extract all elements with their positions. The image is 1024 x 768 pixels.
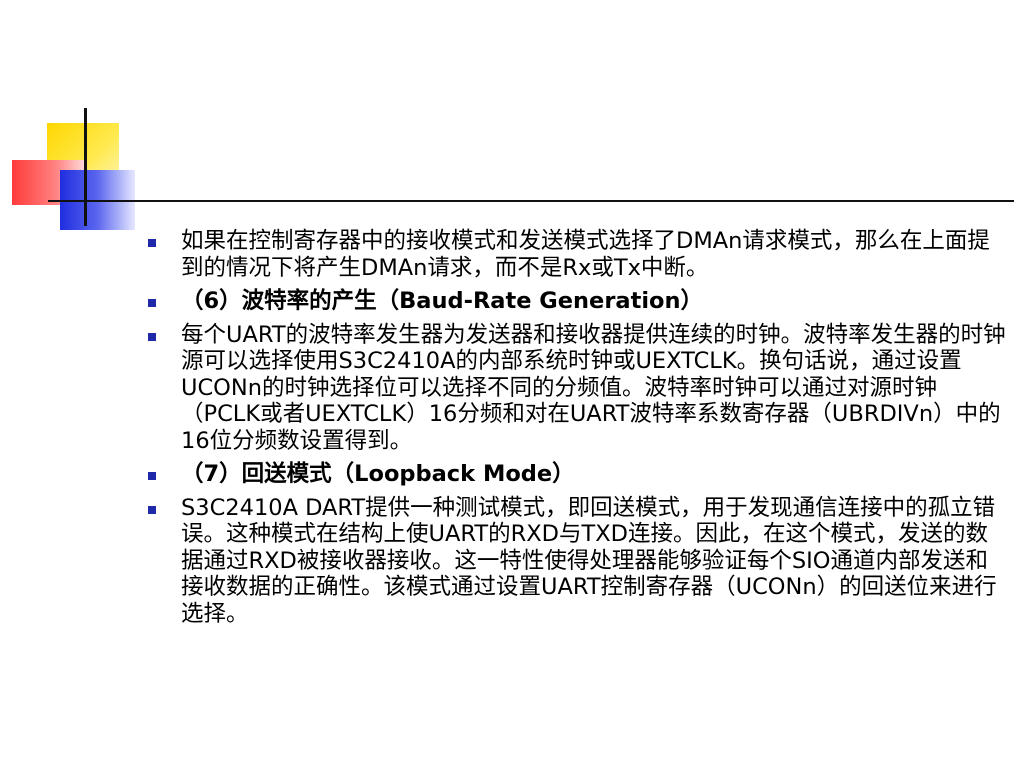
square-bullet-icon (148, 299, 156, 307)
bullet-item-dma-request: 如果在控制寄存器中的接收模式和发送模式选择了DMAn请求模式，那么在上面提到的情… (148, 228, 1008, 281)
vertical-rule (84, 108, 87, 226)
bullet-item-loopback-description: S3C2410A DART提供一种测试模式，即回送模式，用于发现通信连接中的孤立… (148, 495, 1008, 628)
square-bullet-icon (148, 332, 156, 341)
bullet-text: 如果在控制寄存器中的接收模式和发送模式选择了DMAn请求模式，那么在上面提到的情… (181, 228, 990, 281)
square-bullet-icon (148, 239, 156, 247)
bullet-text: 每个UART的波特率发生器为发送器和接收器提供连续的时钟。波特率发生器的时钟源可… (181, 321, 1006, 454)
section-heading: （6）波特率的产生（Baud-Rate Generation） (181, 288, 704, 314)
section-heading: （7）回送模式（Loopback Mode） (181, 461, 575, 487)
bullet-item-loopback-heading: （7）回送模式（Loopback Mode） (148, 461, 1008, 488)
bullet-item-baud-rate-heading: （6）波特率的产生（Baud-Rate Generation） (148, 288, 1008, 315)
horizontal-rule (48, 200, 1014, 202)
square-bullet-icon (148, 472, 156, 480)
bullet-text: S3C2410A DART提供一种测试模式，即回送模式，用于发现通信连接中的孤立… (181, 494, 997, 627)
bullet-list: 如果在控制寄存器中的接收模式和发送模式选择了DMAn请求模式，那么在上面提到的情… (148, 228, 1008, 634)
bullet-item-baud-rate-description: 每个UART的波特率发生器为发送器和接收器提供连续的时钟。波特率发生器的时钟源可… (148, 322, 1008, 455)
square-bullet-icon (148, 505, 156, 514)
